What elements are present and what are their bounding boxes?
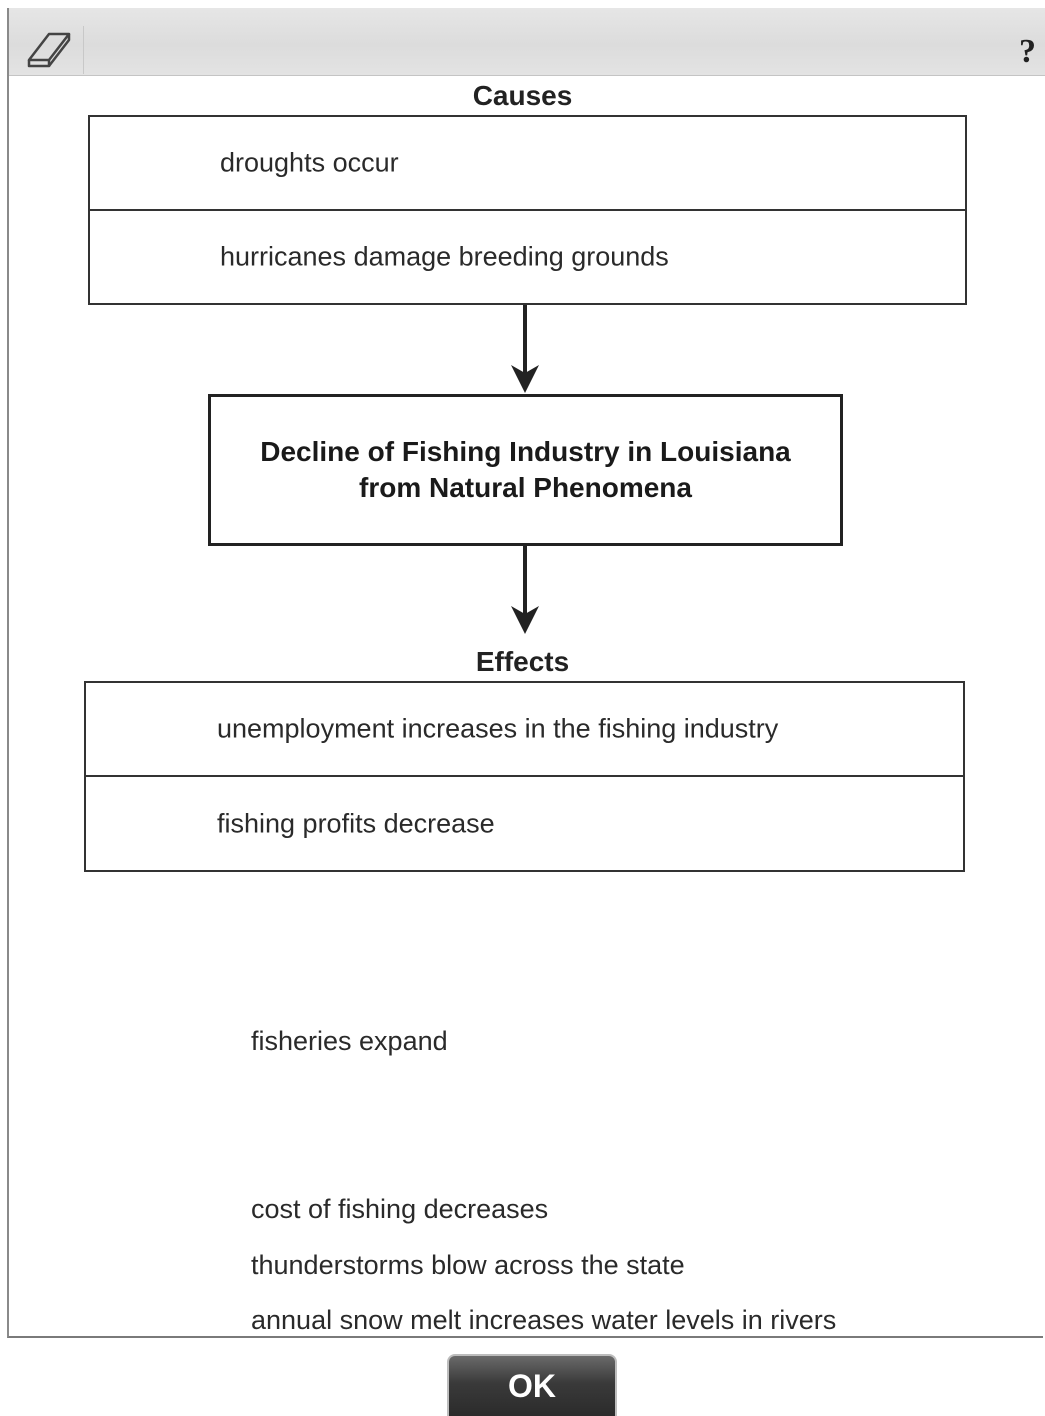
- cause-slot-2[interactable]: hurricanes damage breeding grounds: [90, 211, 965, 303]
- causes-box: droughts occur hurricanes damage breedin…: [88, 115, 967, 305]
- effect-slot-2[interactable]: fishing profits decrease: [86, 777, 963, 870]
- main-concept-title: Decline of Fishing Industry in Louisiana…: [226, 434, 826, 506]
- answer-option[interactable]: thunderstorms blow across the state: [251, 1250, 685, 1280]
- arrow-down-icon: [511, 305, 539, 393]
- cause-slot-1-text: droughts occur: [220, 147, 399, 178]
- toolbar: ?: [9, 8, 1045, 76]
- main-concept-box: Decline of Fishing Industry in Louisiana…: [208, 394, 843, 546]
- effect-slot-2-text: fishing profits decrease: [217, 808, 495, 838]
- causes-heading: Causes: [472, 80, 573, 111]
- effects-box: unemployment increases in the fishing in…: [84, 681, 965, 872]
- effect-slot-1[interactable]: unemployment increases in the fishing in…: [86, 683, 963, 777]
- main-concept-title-line1: Decline of Fishing Industry in Louisiana: [260, 436, 791, 467]
- eraser-icon: [27, 32, 71, 68]
- answer-option[interactable]: annual snow melt increases water levels …: [251, 1305, 837, 1335]
- answer-option[interactable]: fisheries expand: [251, 1026, 448, 1056]
- ok-button[interactable]: OK: [447, 1354, 617, 1416]
- main-concept-title-line2: from Natural Phenomena: [359, 472, 692, 503]
- eraser-button[interactable]: [23, 26, 84, 74]
- arrow-down-icon: [511, 546, 539, 634]
- activity-frame: [7, 8, 1043, 1338]
- effect-slot-1-text: unemployment increases in the fishing in…: [217, 713, 779, 744]
- help-icon[interactable]: ?: [1019, 33, 1036, 70]
- cause-slot-2-text: hurricanes damage breeding grounds: [220, 241, 669, 272]
- effects-heading: Effects: [475, 646, 570, 677]
- answer-option[interactable]: cost of fishing decreases: [251, 1194, 549, 1224]
- cause-slot-1[interactable]: droughts occur: [90, 117, 965, 211]
